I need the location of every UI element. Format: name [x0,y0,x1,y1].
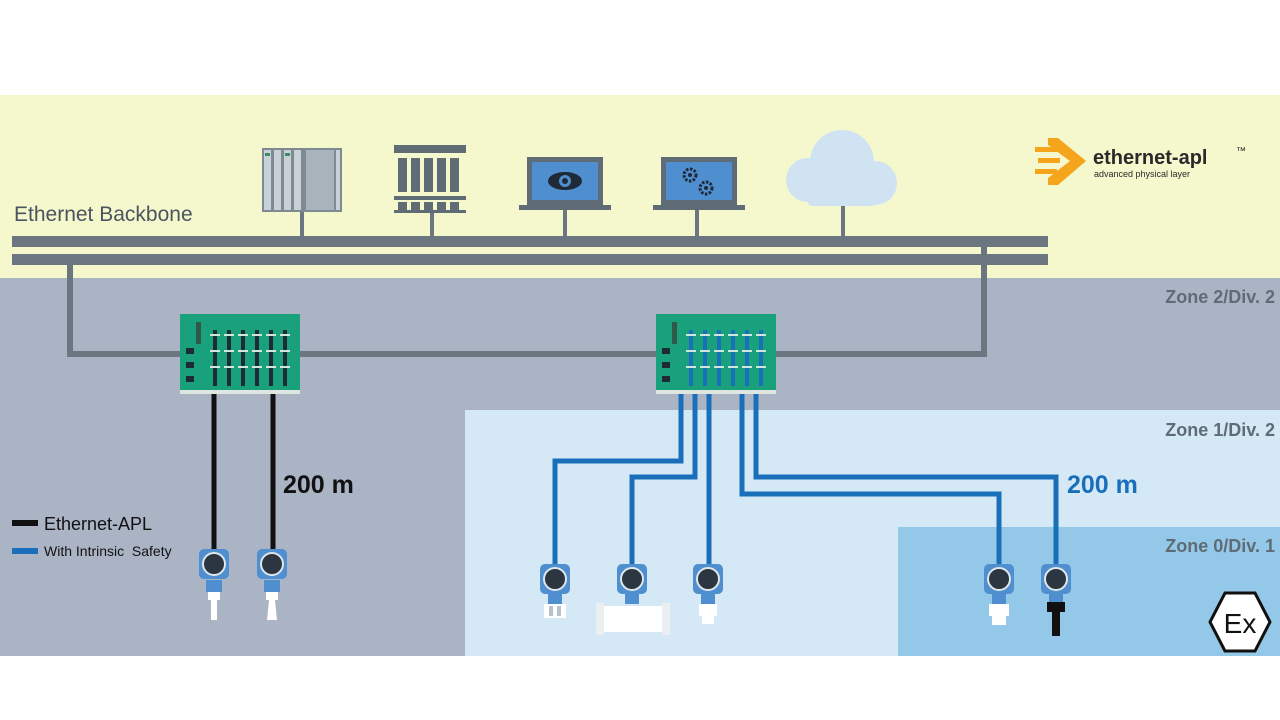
legend-swatch-apl [12,520,38,526]
legend-label-is: With Intrinsic Safety [44,543,172,559]
apl-field-switch-right [656,314,776,394]
backbone-title: Ethernet Backbone [14,203,193,226]
field-device-level-sensor [984,564,1014,625]
zone2-label: Zone 2/Div. 2 [1165,287,1275,307]
ex-hazard-icon: Ex [1208,591,1272,653]
engineering-laptop-icon [653,157,745,210]
field-device-level-probe-1 [199,549,229,620]
legend-label-apl: Ethernet-APL [44,514,152,534]
distance-label-left: 200 m [283,471,354,499]
distance-label-right: 200 m [1067,471,1138,499]
logo-wordmark: ethernet-apl [1093,147,1207,169]
logo-trademark: ™ [1236,146,1246,157]
cloud-icon [786,130,897,206]
logo-tagline: advanced physical layer [1094,169,1190,179]
controller-rack-icon [262,148,342,212]
is-cables [552,394,1059,568]
zone1-label: Zone 1/Div. 2 [1165,420,1275,440]
ethernet-apl-logo: ethernet-apl ™ advanced physical layer [1035,138,1246,185]
ex-hazard-text: Ex [1224,608,1257,639]
device-drops [300,205,845,236]
legend-swatch-is [12,548,38,554]
monitoring-laptop-icon [519,157,611,210]
field-device-pressure-1 [540,564,570,618]
legend: Ethernet-APL With Intrinsic Safety [12,514,172,559]
apl-field-switch-left [180,314,300,394]
field-device-level-probe-2 [257,549,287,620]
backbone-band [0,95,1280,278]
field-device-temperature [1041,564,1071,636]
zone0-label: Zone 0/Div. 1 [1165,536,1275,556]
backbone-bus-upper [12,236,1048,247]
field-device-flowmeter [596,564,670,635]
io-rack-icon [394,145,466,213]
apl-cables [211,394,276,552]
field-device-pressure-2 [693,564,723,624]
switch-ring-line [67,247,987,357]
backbone-bus-lower [12,254,1048,265]
logo-arrows-icon [1035,138,1086,185]
